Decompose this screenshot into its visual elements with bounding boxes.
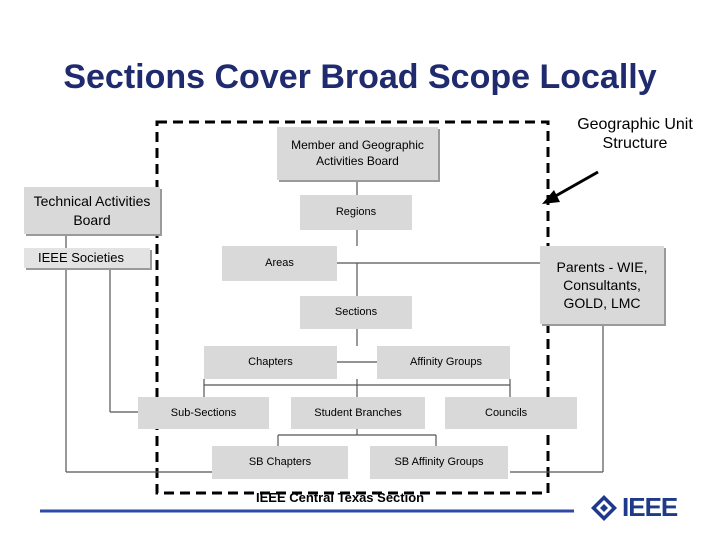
ieee-societies-box: IEEE Societies xyxy=(24,248,150,268)
ieee-diamond-icon xyxy=(591,495,617,521)
sb-affinity-groups-box: SB Affinity Groups xyxy=(370,446,508,479)
parents-label: Parents - WIE, Consultants, GOLD, LMC xyxy=(556,258,648,312)
mgab-box: Member and Geographic Activities Board xyxy=(277,127,438,180)
parents-box: Parents - WIE, Consultants, GOLD, LMC xyxy=(540,246,664,324)
councils-box: Councils xyxy=(445,397,577,429)
regions-box: Regions xyxy=(300,195,412,230)
tab-box: Technical Activities Board xyxy=(24,187,160,234)
arrowhead xyxy=(542,190,560,204)
ieee-logo: IEEE xyxy=(622,492,678,522)
sb-chapters-box: SB Chapters xyxy=(212,446,348,479)
student-branches-box: Student Branches xyxy=(291,397,425,429)
geographic-unit-arrow xyxy=(551,170,599,200)
geographic-unit-label: Geographic Unit Structure xyxy=(577,116,693,153)
areas-box: Areas xyxy=(222,246,337,281)
chapters-box: Chapters xyxy=(204,346,337,379)
affinity-groups-box: Affinity Groups xyxy=(377,346,510,379)
sections-box: Sections xyxy=(300,296,412,329)
sub-sections-box: Sub-Sections xyxy=(138,397,269,429)
slide-title: Sections Cover Broad Scope Locally xyxy=(63,58,657,96)
footer-section-name: IEEE Central Texas Section xyxy=(256,490,425,505)
